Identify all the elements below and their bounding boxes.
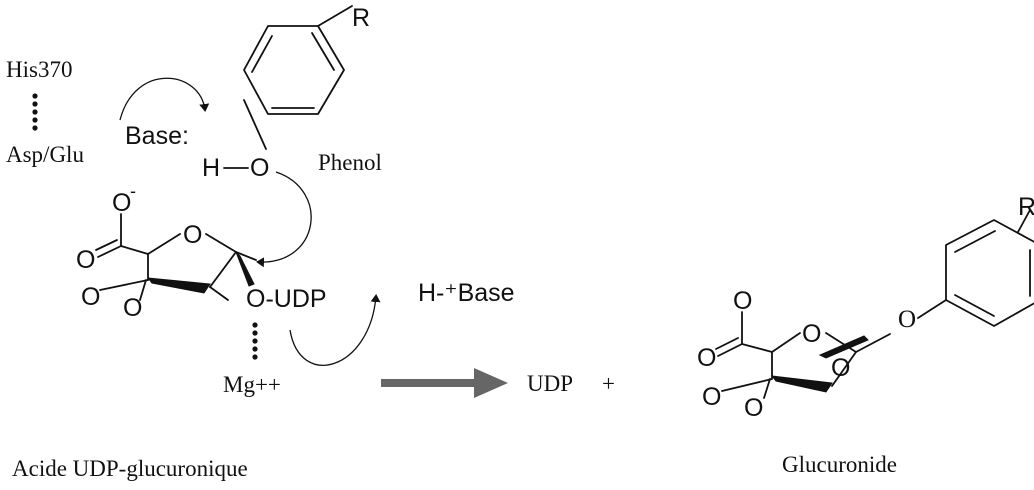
udp-product: UDP [527, 371, 573, 396]
base-label: Base: [125, 122, 189, 150]
glucuronic-acid-ring [95, 213, 257, 301]
o-udp-group: O-UDP [246, 285, 327, 313]
product-carbonyl-o: O [697, 344, 716, 372]
hydroxyl-oxygen-4: O [123, 294, 142, 322]
acide-udp-glucuronique-caption: Acide UDP-glucuronique [12, 456, 248, 481]
glucuronide-caption: Glucuronide [782, 452, 897, 477]
his370-label: His370 [6, 57, 72, 82]
product-carboxyl-o: O [733, 287, 752, 315]
product-r-group: R [1018, 193, 1034, 221]
plus-sign: + [602, 371, 615, 396]
ring-oxygen: O [183, 221, 202, 249]
asp-glu-label: Asp/Glu [6, 142, 84, 167]
phenol-r-group: R [352, 4, 370, 32]
curly-arrow-o-to-anomeric [256, 171, 312, 268]
product-ring-o: O [802, 320, 821, 348]
glucuronide-ring [715, 299, 947, 399]
curly-arrow-udp-leaving [289, 294, 381, 366]
phenol-ring [243, 5, 353, 150]
interaction-dots-udp-mg [252, 322, 258, 360]
phenol-o-atom: O [250, 154, 269, 182]
phenol-label: Phenol [318, 150, 382, 175]
product-ring-o-2: O [831, 354, 850, 382]
phenol-h-atom: H [202, 154, 220, 182]
product-hydroxyl-o-3: O [702, 383, 721, 411]
product-hydroxyl-o-4: O [744, 394, 763, 422]
product-phenyl-ring [945, 209, 1034, 327]
carboxylate-o-minus: O [112, 189, 131, 217]
carboxylate-charge: - [130, 181, 136, 201]
curly-arrow-base-to-h [119, 77, 210, 121]
magnesium-label: Mg++ [223, 372, 281, 397]
reaction-arrow [381, 368, 508, 398]
product-link-o: O [898, 306, 916, 333]
protonated-base: H-⁺Base [418, 279, 515, 307]
carbonyl-oxygen: O [76, 246, 95, 274]
hydroxyl-oxygen-3: O [81, 283, 100, 311]
interaction-dots-his-asp [32, 93, 38, 131]
